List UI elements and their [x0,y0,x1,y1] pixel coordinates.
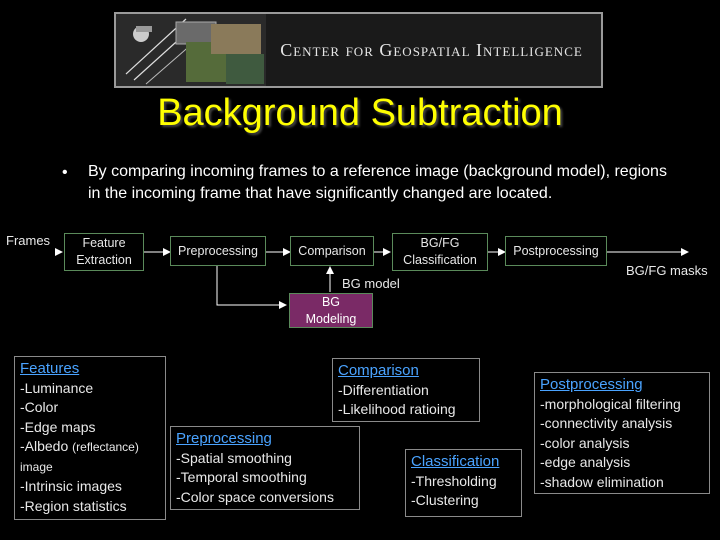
bg-model-label: BG model [342,276,400,291]
bg-modeling-line1: BG [321,294,341,309]
classification-panel: Classification -Thresholding -Clustering [405,449,522,517]
features-heading: Features [20,360,80,377]
comparison-panel: Comparison -Differentiation -Likelihood … [332,358,480,422]
preprocessing-box: Preprocessing [170,236,266,266]
features-item: image [20,459,53,474]
feature-extraction-line1: Feature [82,236,126,250]
comparison-heading: Comparison [338,362,419,379]
preprocessing-item: -Color space conversions [176,488,334,505]
postprocessing-panel: Postprocessing -morphological filtering … [534,372,710,494]
frames-label: Frames [6,233,51,248]
features-item: -Color [20,399,59,415]
header-banner: Center for Geospatial Intelligence [114,12,603,88]
postprocessing-item: -connectivity analysis [540,415,673,431]
preprocessing-item: -Spatial smoothing [176,449,292,466]
pipeline-connectors [55,248,689,309]
bgfg-classification-box: BG/FG Classification [392,233,488,271]
bg-modeling-box: BG Modeling [289,293,373,328]
bullet-icon: • [62,164,68,181]
bullet-text: By comparing incoming frames to a refere… [88,163,667,202]
features-item: -Intrinsic images [20,478,122,494]
features-item: -Luminance [20,379,94,396]
feature-extraction-line2: Extraction [76,253,132,267]
slide-title: Background Subtraction [157,92,563,134]
classification-item: -Clustering [411,492,479,508]
postprocessing-item: -color analysis [540,434,630,451]
banner-title: Center for Geospatial Intelligence [280,39,583,60]
bgfg-line1: BG/FG [420,236,460,250]
arrow-preproc-to-bgmodeling [216,262,287,309]
preprocessing-panel: Preprocessing -Spatial smoothing -Tempor… [170,426,360,510]
postprocessing-item: -morphological filtering [540,395,681,412]
preprocessing-item: -Temporal smoothing [176,469,307,485]
features-panel: Features -Luminance -Color -Edge maps -A… [14,356,166,520]
postprocessing-box: Postprocessing [505,236,607,266]
features-item: -Edge maps [20,418,96,435]
postprocessing-item: -shadow elimination [540,473,664,490]
postprocessing-heading: Postprocessing [540,376,643,393]
features-item-albedo: -Albedo (reflectance) [20,437,165,458]
preprocessing-heading: Preprocessing [176,430,272,447]
bgfg-line2: Classification [403,253,477,267]
classification-heading: Classification [411,453,500,470]
classification-item: -Thresholding [411,472,497,489]
bg-modeling-line2: Modeling [305,311,357,326]
comparison-box: Comparison [290,236,374,266]
geospatial-collage-image [116,14,266,86]
features-albedo: -Albedo [20,438,69,454]
postprocessing-item: -edge analysis [540,454,631,470]
comparison-item: -Likelihood ratioing [338,401,456,417]
bgfg-masks-label: BG/FG masks [626,263,708,278]
features-item: -Region statistics [20,497,127,514]
features-albedo-note: (reflectance) [72,440,139,454]
comparison-item: -Differentiation [338,381,429,398]
